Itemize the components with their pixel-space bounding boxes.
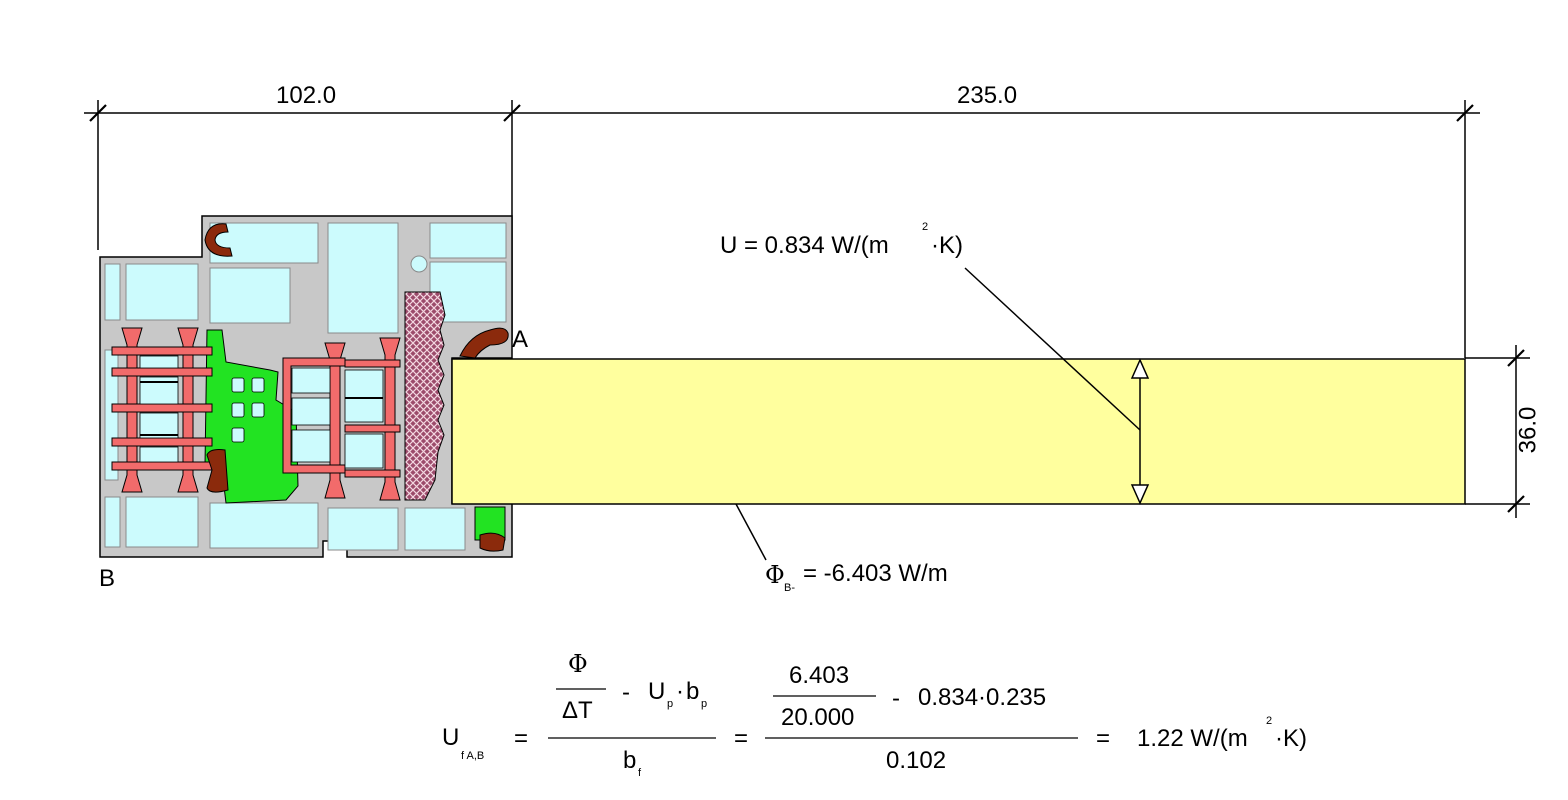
panel-thickness-arrow	[1130, 358, 1150, 505]
formula-uf-subscript: f A,B	[461, 750, 485, 762]
formula-dot: ·	[676, 678, 684, 705]
formula-equals-2: =	[734, 725, 749, 752]
formula-bf-subscript: f	[638, 767, 642, 779]
formula-minus-1: -	[622, 679, 630, 706]
formula-phi: Φ	[568, 650, 588, 678]
formula-fraction-bars	[548, 688, 1078, 739]
flux-leader	[735, 503, 767, 561]
formula-equals-3: =	[1096, 725, 1111, 752]
formula-bp-subscript: p	[701, 698, 708, 710]
formula-product: 0.834·0.235	[918, 684, 1047, 711]
formula-result: 1.22 W/(m	[1137, 725, 1248, 752]
panel-width-dimension: 235.0	[957, 82, 1018, 109]
formula-up-subscript: p	[667, 698, 674, 710]
formula-result-exponent: 2	[1266, 715, 1273, 727]
formula-bf: b	[623, 747, 637, 774]
flux-symbol: Φ	[765, 561, 785, 589]
formula-up: U	[648, 678, 666, 705]
formula-result-unit-tail: ·K)	[1275, 725, 1307, 752]
flux-value: = -6.403 W/m	[803, 560, 948, 587]
window-frame-profile	[99, 215, 513, 558]
formula-numerator-value: 6.403	[789, 662, 850, 689]
flux-subscript: B-	[784, 582, 795, 594]
u-value-leader	[964, 267, 1141, 431]
insulation-panel	[451, 358, 1466, 505]
panel-thickness-dimension: 36.0	[1514, 406, 1542, 454]
formula-minus-2: -	[892, 685, 900, 712]
formula-equals-1: =	[514, 725, 529, 752]
formula-uf-symbol: U	[442, 724, 460, 751]
formula-bp: b	[686, 678, 700, 705]
formula-delta-t-value: 20.000	[781, 704, 855, 731]
point-a-label: A	[512, 326, 529, 353]
formula-delta-t: ΔT	[562, 697, 593, 724]
point-b-label: B	[99, 565, 116, 592]
dimension-lines	[84, 100, 1530, 518]
formula-denominator-value: 0.102	[886, 747, 947, 774]
panel-u-unit-tail: ·K)	[931, 232, 963, 259]
frame-width-dimension: 102.0	[276, 82, 337, 109]
panel-u-value: U = 0.834 W/(m	[720, 232, 889, 259]
panel-u-exponent: 2	[922, 221, 929, 233]
